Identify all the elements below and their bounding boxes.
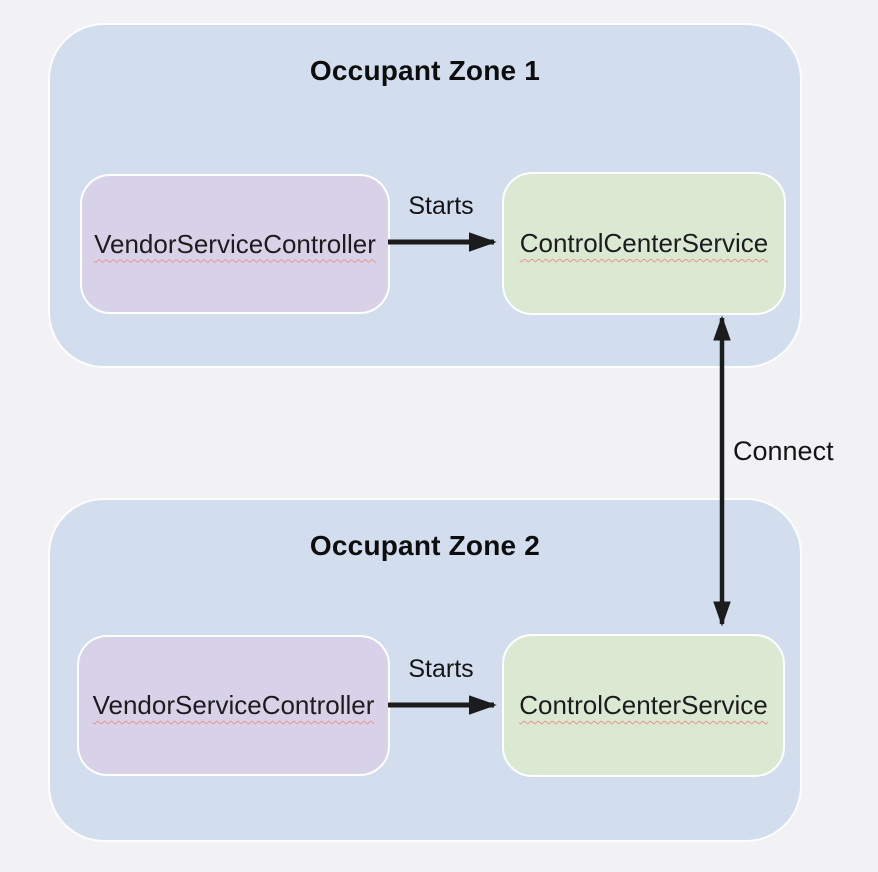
node-vendor-service-controller-1: VendorServiceController [80,174,390,314]
node-vendor-service-controller-2: VendorServiceController [77,635,390,776]
node-label: ControlCenterService [519,228,769,258]
connector-label: Connect [733,436,834,466]
node-label: VendorServiceController [92,690,375,720]
zone-occupant-zone-1: Occupant Zone 1 VendorServiceController … [48,23,802,368]
zone-2-title: Occupant Zone 2 [309,530,541,561]
node-label: VendorServiceController [94,228,376,259]
zone-occupant-zone-2: Occupant Zone 2 VendorServiceController … [48,498,802,842]
zone-1-title: Occupant Zone 1 [309,55,541,86]
edge-label-starts-1: Starts [408,192,474,220]
node-control-center-service-1: ControlCenterService [502,172,786,315]
edge-label-starts-2: Starts [408,655,474,683]
node-label: ControlCenterService [519,690,768,720]
node-control-center-service-2: ControlCenterService [502,634,785,777]
